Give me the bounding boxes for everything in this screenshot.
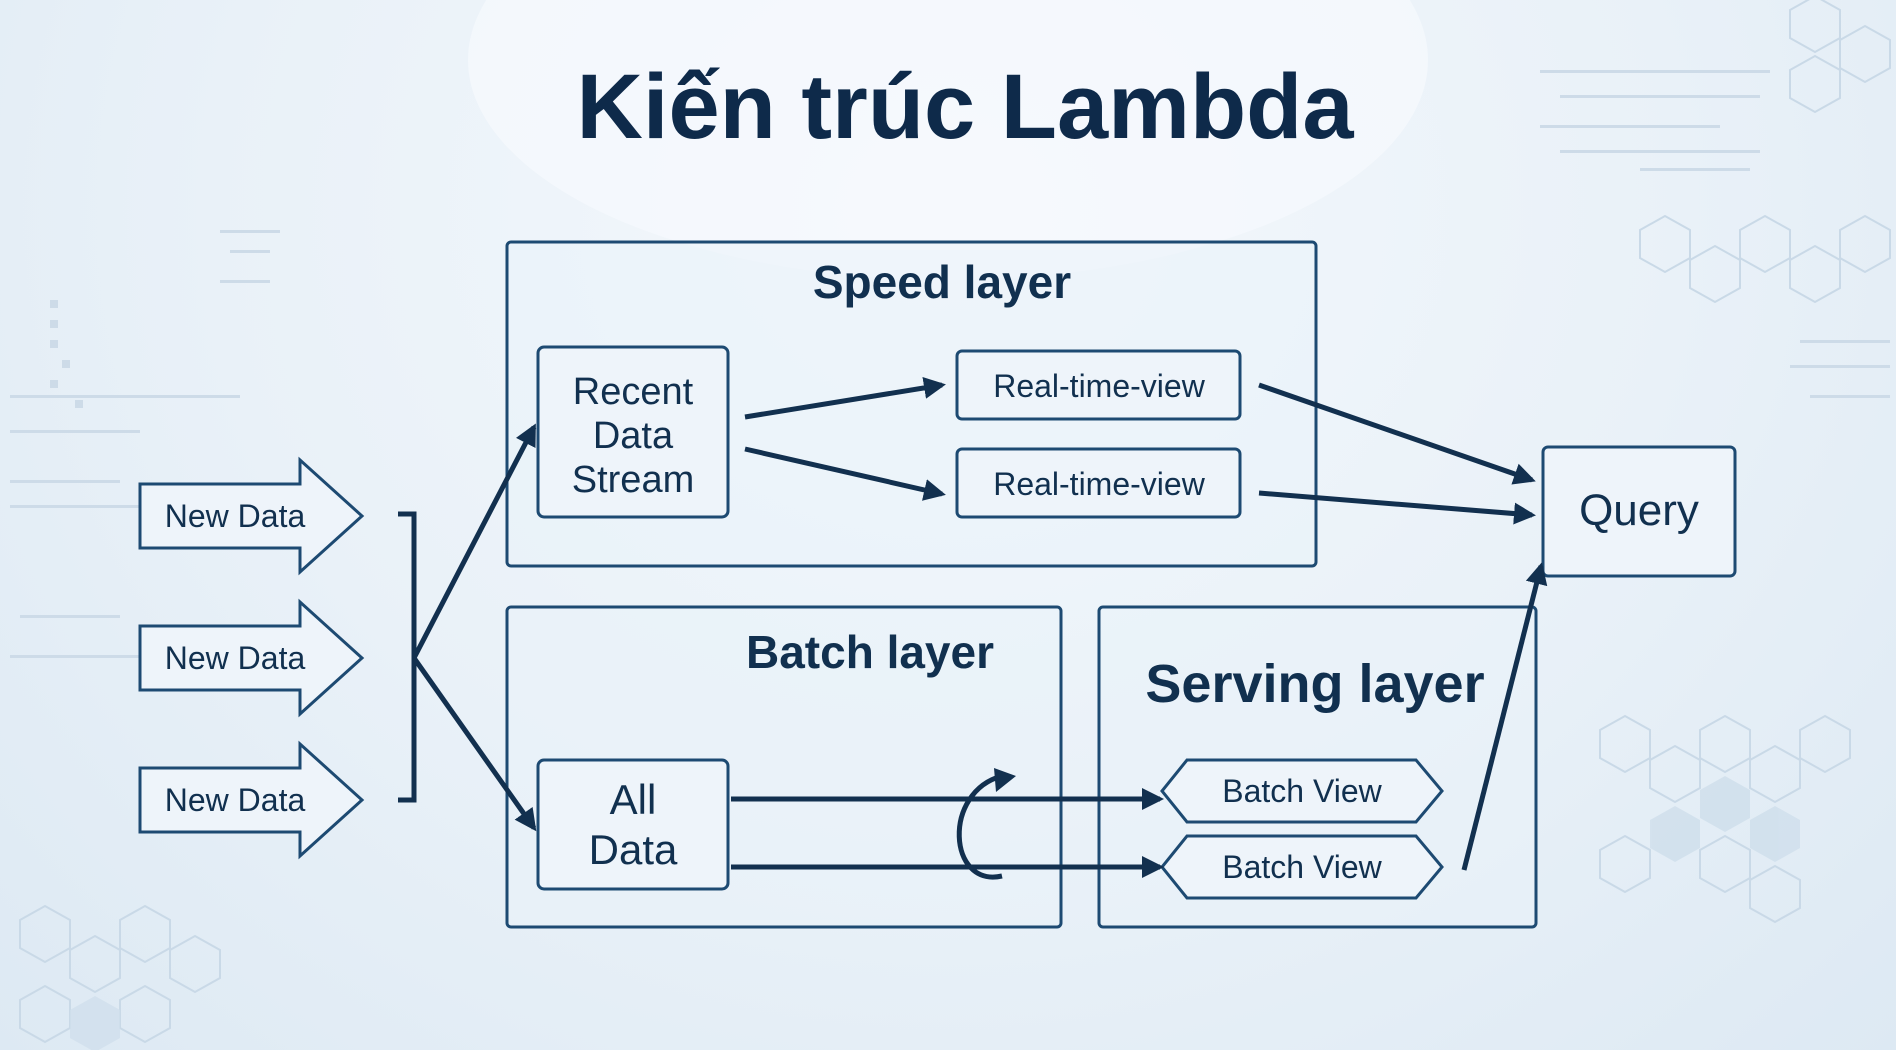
- batch-view-label: Batch View: [1222, 773, 1382, 809]
- arrow-rtv1-to-query: [1258, 382, 1536, 485]
- arrow-to-real-time-view-2: [744, 446, 946, 501]
- speed-layer-label: Speed layer: [813, 256, 1071, 308]
- cycle-arrowhead-icon: [994, 768, 1016, 792]
- arrow-to-real-time-view-1: [744, 377, 946, 420]
- real-time-view-box-1: [955, 349, 1242, 421]
- background-decoration: [10, 0, 1891, 1050]
- block-arrow-icon: [138, 740, 365, 860]
- real-time-view-label: Real-time-view: [993, 368, 1205, 404]
- new-data-input-3: New Data: [138, 740, 365, 860]
- block-arrow-icon: [138, 598, 365, 718]
- recent-data-stream-line-2: Data: [593, 415, 674, 457]
- arrow-batch-view-to-query: [1461, 562, 1548, 871]
- all-data-line-2: Data: [589, 826, 678, 873]
- new-data-label: New Data: [165, 782, 306, 818]
- page-title: Kiến trúc Lambda: [576, 56, 1354, 158]
- real-time-view-label: Real-time-view: [993, 466, 1205, 502]
- serving-layer-label: Serving layer: [1145, 654, 1484, 714]
- recent-data-stream-line-3: Stream: [572, 459, 694, 501]
- input-bracket: [398, 511, 417, 803]
- new-data-label: New Data: [165, 640, 306, 676]
- all-data-line-1: All: [610, 776, 657, 823]
- block-arrow-icon: [138, 456, 365, 576]
- arrow-to-speed-layer: [411, 423, 537, 660]
- arrow-rtv2-to-query: [1258, 490, 1536, 525]
- recompute-cycle-icon: [956, 773, 1003, 880]
- arrow-to-batch-layer: [411, 656, 537, 832]
- real-time-view-box-2: [955, 447, 1242, 519]
- new-data-label: New Data: [165, 498, 306, 534]
- batch-layer-label: Batch layer: [746, 626, 994, 678]
- recent-data-stream-box: [536, 345, 730, 519]
- new-data-input-2: New Data: [138, 598, 365, 718]
- flow-arrows: [411, 377, 1548, 880]
- query-box: [1541, 445, 1737, 578]
- recent-data-stream-line-1: Recent: [573, 371, 694, 413]
- new-data-input-1: New Data: [138, 456, 365, 576]
- query-label: Query: [1579, 486, 1699, 535]
- all-data-box: [536, 758, 730, 891]
- batch-view-label: Batch View: [1222, 849, 1382, 885]
